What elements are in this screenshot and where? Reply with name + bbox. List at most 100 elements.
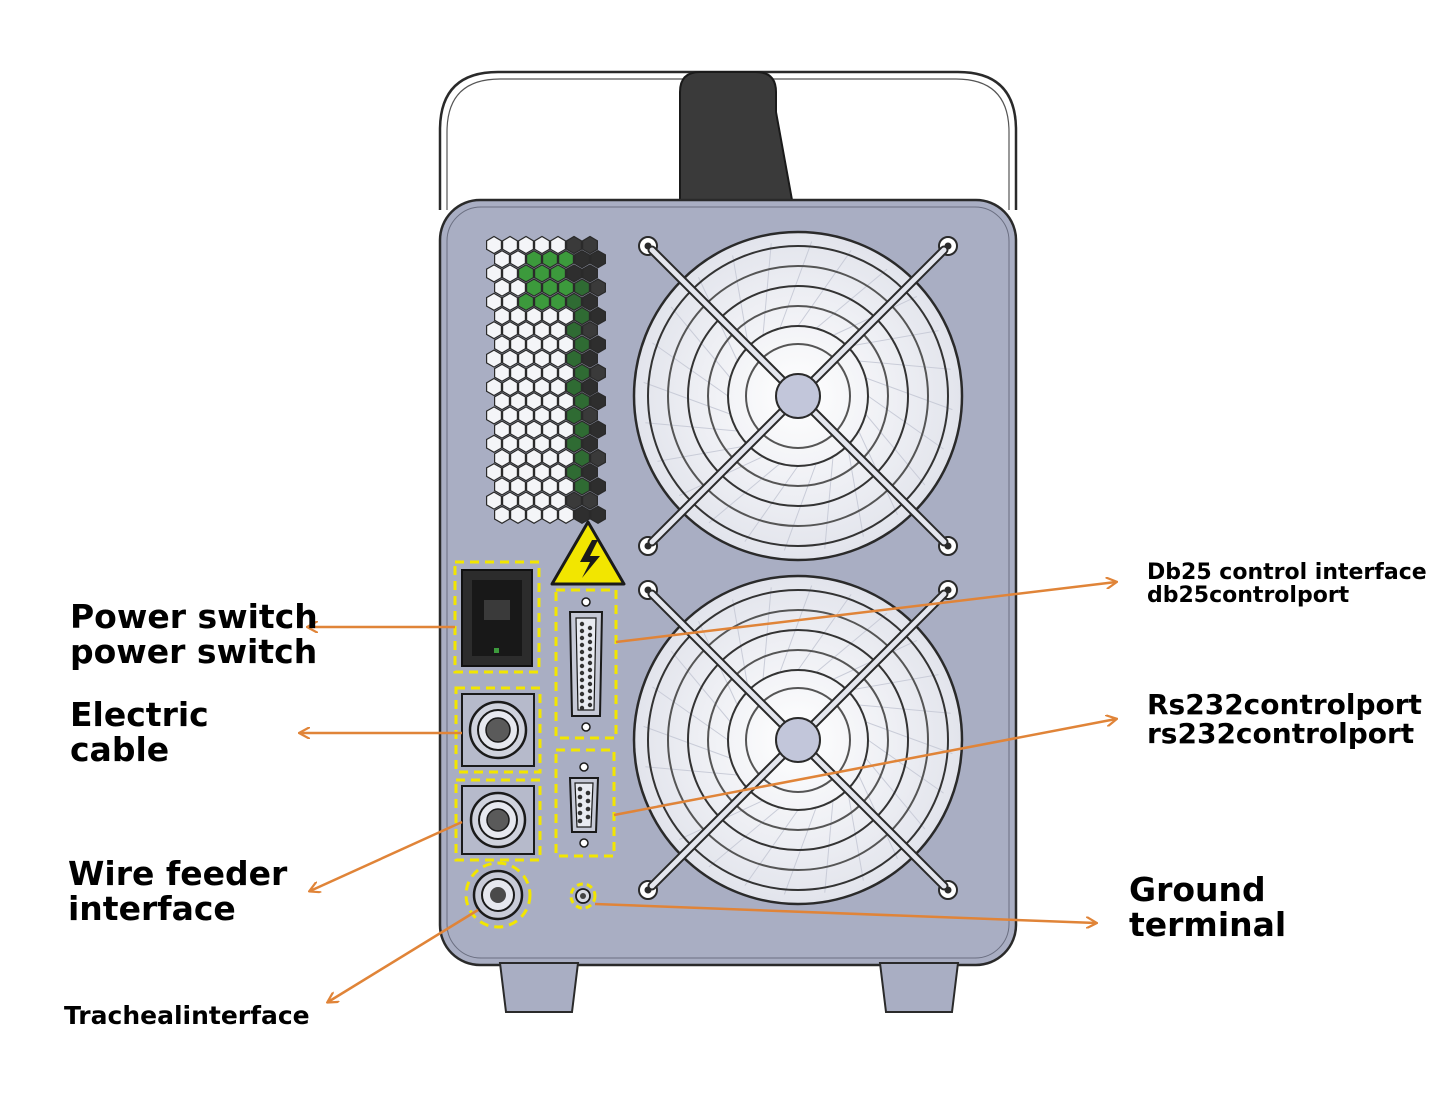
fan-blade-line	[732, 599, 749, 691]
vent-cell	[541, 250, 559, 269]
vent-cell	[533, 406, 551, 425]
vent-cell	[517, 491, 535, 510]
arrow-db25	[615, 582, 1116, 644]
vent-cell	[581, 377, 599, 397]
vent-cell	[502, 434, 519, 453]
vent-cell	[541, 420, 559, 439]
label-rs232-line1: Rs232controlport	[1147, 688, 1422, 721]
vent-cell	[565, 434, 583, 453]
round-connector-icon[interactable]	[461, 785, 535, 855]
fan-guard-ring	[687, 629, 909, 851]
vent-cell	[557, 306, 575, 326]
vent-cell	[525, 448, 543, 468]
vent-cell	[533, 321, 551, 340]
vent-cell	[573, 306, 591, 326]
vent-cell	[573, 335, 591, 354]
handle-grip	[679, 71, 794, 201]
power-switch-highlight	[453, 560, 541, 674]
vent-cell	[589, 420, 607, 439]
vent-cell	[541, 505, 559, 524]
vent-cell	[525, 363, 543, 382]
fan-blade-line	[652, 342, 729, 397]
arrow-rs232	[613, 719, 1116, 817]
db9-connector-icon[interactable]	[568, 762, 600, 848]
fan-blade-line	[865, 413, 926, 486]
vent-cell	[557, 477, 575, 496]
db9-pin	[577, 786, 583, 792]
vent-cell	[517, 434, 535, 453]
vent-cell	[502, 377, 519, 397]
vent-cell	[565, 321, 583, 340]
fan-blade-line	[797, 594, 852, 671]
vent-cell	[486, 321, 502, 340]
fan-blade-line	[865, 757, 926, 830]
rear-panel-inner	[446, 206, 1010, 959]
vent-cell	[494, 420, 510, 439]
vent-cell	[502, 264, 519, 283]
fan-blade-line	[744, 465, 799, 542]
fan-blade-line	[824, 800, 834, 893]
label-tracheal: Trachealinterface	[64, 1001, 310, 1030]
vent-cell	[510, 335, 527, 354]
vent-cell	[549, 491, 567, 510]
fan-blade-line	[708, 807, 781, 868]
fan-guard-ring	[667, 265, 929, 527]
db25-pin	[579, 635, 585, 641]
vent-cell	[525, 420, 543, 439]
vent-cell	[494, 477, 510, 496]
round-connector-icon[interactable]	[461, 693, 535, 767]
vent-cell	[549, 321, 567, 340]
vent-cell	[510, 420, 527, 439]
fan-guard-ring	[647, 245, 949, 547]
label-db25: Db25 control interface db25controlport	[1147, 561, 1427, 607]
vent-cell	[494, 392, 510, 411]
vent-cell	[486, 349, 502, 368]
vent-cell	[581, 321, 599, 340]
fan-blade-line	[643, 725, 731, 759]
vent-cell	[565, 235, 583, 255]
vent-cell	[541, 278, 559, 297]
fan-blade-line	[815, 268, 888, 329]
vent-cell	[510, 392, 527, 411]
vent-cell	[557, 278, 575, 297]
db9-pin	[585, 814, 591, 820]
vent-cell	[565, 377, 583, 397]
vent-cell	[494, 250, 510, 269]
db25-pin	[587, 688, 593, 694]
db9-pin	[577, 818, 583, 824]
fan-blade-line	[858, 360, 951, 370]
vent-cell	[549, 292, 567, 311]
vent-cell	[581, 406, 599, 425]
vent-cell	[581, 292, 599, 311]
vent-cell	[541, 392, 559, 411]
vent-cell	[486, 463, 502, 482]
vent-cell	[581, 463, 599, 482]
vent-cell	[525, 477, 543, 496]
vent-cell	[502, 463, 519, 482]
fan-blade-line	[867, 739, 944, 794]
fan-blade-line	[865, 377, 953, 411]
fan-blade-line	[652, 686, 729, 741]
db9-pin	[585, 790, 591, 796]
power-switch-icon[interactable]	[461, 569, 533, 667]
round-connector-icon[interactable]	[472, 869, 524, 921]
fan-blade-line	[847, 330, 939, 347]
db25-connector-icon[interactable]	[568, 597, 604, 732]
label-power-switch: Power switch power switch	[70, 597, 318, 669]
fan-blade-line	[762, 587, 772, 680]
db25-pin	[579, 698, 585, 704]
vent-cell	[541, 477, 559, 496]
vent-grille	[486, 235, 607, 524]
label-power-switch-line1: Power switch	[70, 597, 318, 636]
vent-cell	[557, 420, 575, 439]
fan-blade-line	[815, 612, 888, 673]
fan-blade-line	[865, 721, 953, 755]
vent-cell	[573, 505, 591, 524]
db25-pin	[579, 628, 585, 634]
ground-screw-icon[interactable]	[575, 888, 591, 904]
fan-blade-line	[847, 789, 864, 881]
vent-cell	[581, 349, 599, 368]
vent-cell	[573, 477, 591, 496]
db25-highlight	[554, 588, 618, 740]
